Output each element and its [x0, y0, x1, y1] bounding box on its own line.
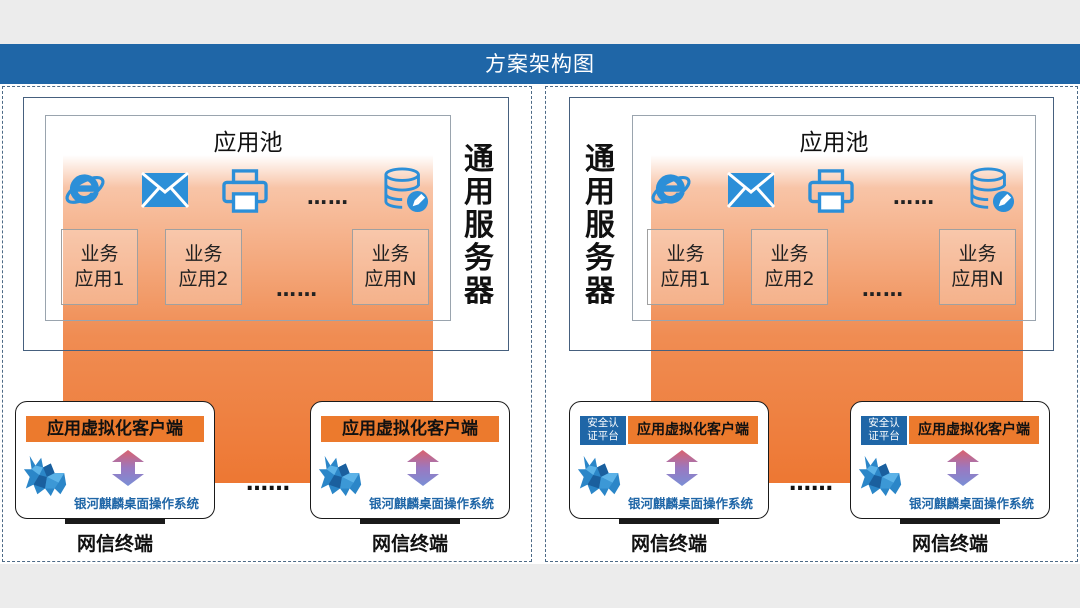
security-platform-badge: 安全认 证平台 — [580, 416, 626, 445]
client-label: 应用虚拟化客户端 — [909, 416, 1039, 444]
app-card-line2: 应用2 — [178, 268, 229, 290]
client-label: 应用虚拟化客户端 — [321, 416, 499, 442]
security-badge-line2: 证平台 — [868, 430, 900, 442]
app-card-line1: 业务 — [958, 243, 997, 265]
security-badge-line2: 证平台 — [587, 430, 619, 442]
bidirectional-arrow-icon — [407, 450, 439, 486]
client-label: 应用虚拟化客户端 — [628, 416, 758, 444]
bidirectional-arrow-icon — [947, 450, 979, 486]
app-card: 业务 应用1 — [647, 229, 724, 305]
server-label: 通用服务器 — [464, 142, 494, 309]
mail-icon — [727, 172, 775, 208]
app-card-line1: 业务 — [80, 243, 119, 265]
terminal-monitor: 应用虚拟化客户端 银河麒麟桌面操作系统 — [310, 401, 510, 519]
monitor-stand — [900, 519, 1000, 524]
security-badge-line1: 安全认 — [587, 417, 619, 429]
monitor-stand — [619, 519, 719, 524]
client-label: 应用虚拟化客户端 — [26, 416, 204, 442]
icon-ellipsis: …… — [893, 185, 935, 209]
terminal-label: 网信终端 — [371, 533, 448, 555]
server-box — [569, 97, 1054, 351]
server-label: 通用服务器 — [585, 142, 615, 309]
app-card: 业务 应用1 — [61, 229, 138, 305]
app-pool-box — [632, 115, 1036, 321]
os-label: 银河麒麟桌面操作系统 — [909, 496, 1035, 511]
app-pool-box — [45, 115, 451, 321]
app-card: 业务 应用2 — [165, 229, 242, 305]
database-icon — [383, 167, 429, 213]
ie-browser-icon — [63, 167, 107, 211]
bidirectional-arrow-icon — [666, 450, 698, 486]
database-icon — [969, 167, 1015, 213]
qilin-logo-icon — [22, 452, 70, 500]
printer-icon — [222, 169, 268, 213]
terminal-monitor: 安全认 证平台 应用虚拟化客户端 银河麒麟桌面操作系统 — [569, 401, 769, 519]
terminal-label: 网信终端 — [911, 533, 988, 555]
app-card-line2: 应用2 — [764, 268, 815, 290]
app-card-line2: 应用N — [364, 268, 417, 290]
app-card-line2: 应用1 — [660, 268, 711, 290]
terminal-monitor: 安全认 证平台 应用虚拟化客户端 银河麒麟桌面操作系统 — [850, 401, 1050, 519]
terminal-label: 网信终端 — [630, 533, 707, 555]
bidirectional-arrow-icon — [112, 450, 144, 486]
app-card: 业务 应用N — [352, 229, 429, 305]
terminal-ellipsis: …… — [789, 471, 833, 496]
printer-icon — [808, 169, 854, 213]
server-box — [23, 97, 509, 351]
app-card-line1: 业务 — [666, 243, 705, 265]
icon-ellipsis: …… — [307, 185, 349, 209]
qilin-logo-icon — [857, 452, 905, 500]
app-card-line2: 应用1 — [74, 268, 125, 290]
terminal-monitor: 应用虚拟化客户端 银河麒麟桌面操作系统 — [15, 401, 215, 519]
app-card: 业务 应用N — [939, 229, 1016, 305]
left-panel: 应用池 通用服务器 …… 业务 应用1 业务 应用2 …… 业务 应用N 应用虚… — [2, 86, 532, 562]
app-card-line1: 业务 — [371, 243, 410, 265]
mail-icon — [141, 172, 189, 208]
page-title: 方案架构图 — [0, 44, 1080, 84]
monitor-stand — [65, 519, 165, 524]
os-label: 银河麒麟桌面操作系统 — [628, 496, 754, 511]
qilin-logo-icon — [317, 452, 365, 500]
ie-browser-icon — [649, 167, 693, 211]
app-card-line2: 应用N — [951, 268, 1004, 290]
app-card: 业务 应用2 — [751, 229, 828, 305]
app-card-line1: 业务 — [184, 243, 223, 265]
app-ellipsis: …… — [862, 277, 904, 301]
security-platform-badge: 安全认 证平台 — [861, 416, 907, 445]
monitor-stand — [360, 519, 460, 524]
app-pool-title: 应用池 — [799, 130, 869, 156]
os-label: 银河麒麟桌面操作系统 — [369, 496, 495, 511]
terminal-ellipsis: …… — [246, 471, 290, 496]
security-badge-line1: 安全认 — [868, 417, 900, 429]
qilin-logo-icon — [576, 452, 624, 500]
right-panel: 应用池 通用服务器 …… 业务 应用1 业务 应用2 …… 业务 应用N 安全认… — [545, 86, 1078, 562]
os-label: 银河麒麟桌面操作系统 — [74, 496, 200, 511]
app-pool-title: 应用池 — [213, 130, 283, 156]
app-ellipsis: …… — [276, 277, 318, 301]
terminal-label: 网信终端 — [76, 533, 153, 555]
app-card-line1: 业务 — [770, 243, 809, 265]
